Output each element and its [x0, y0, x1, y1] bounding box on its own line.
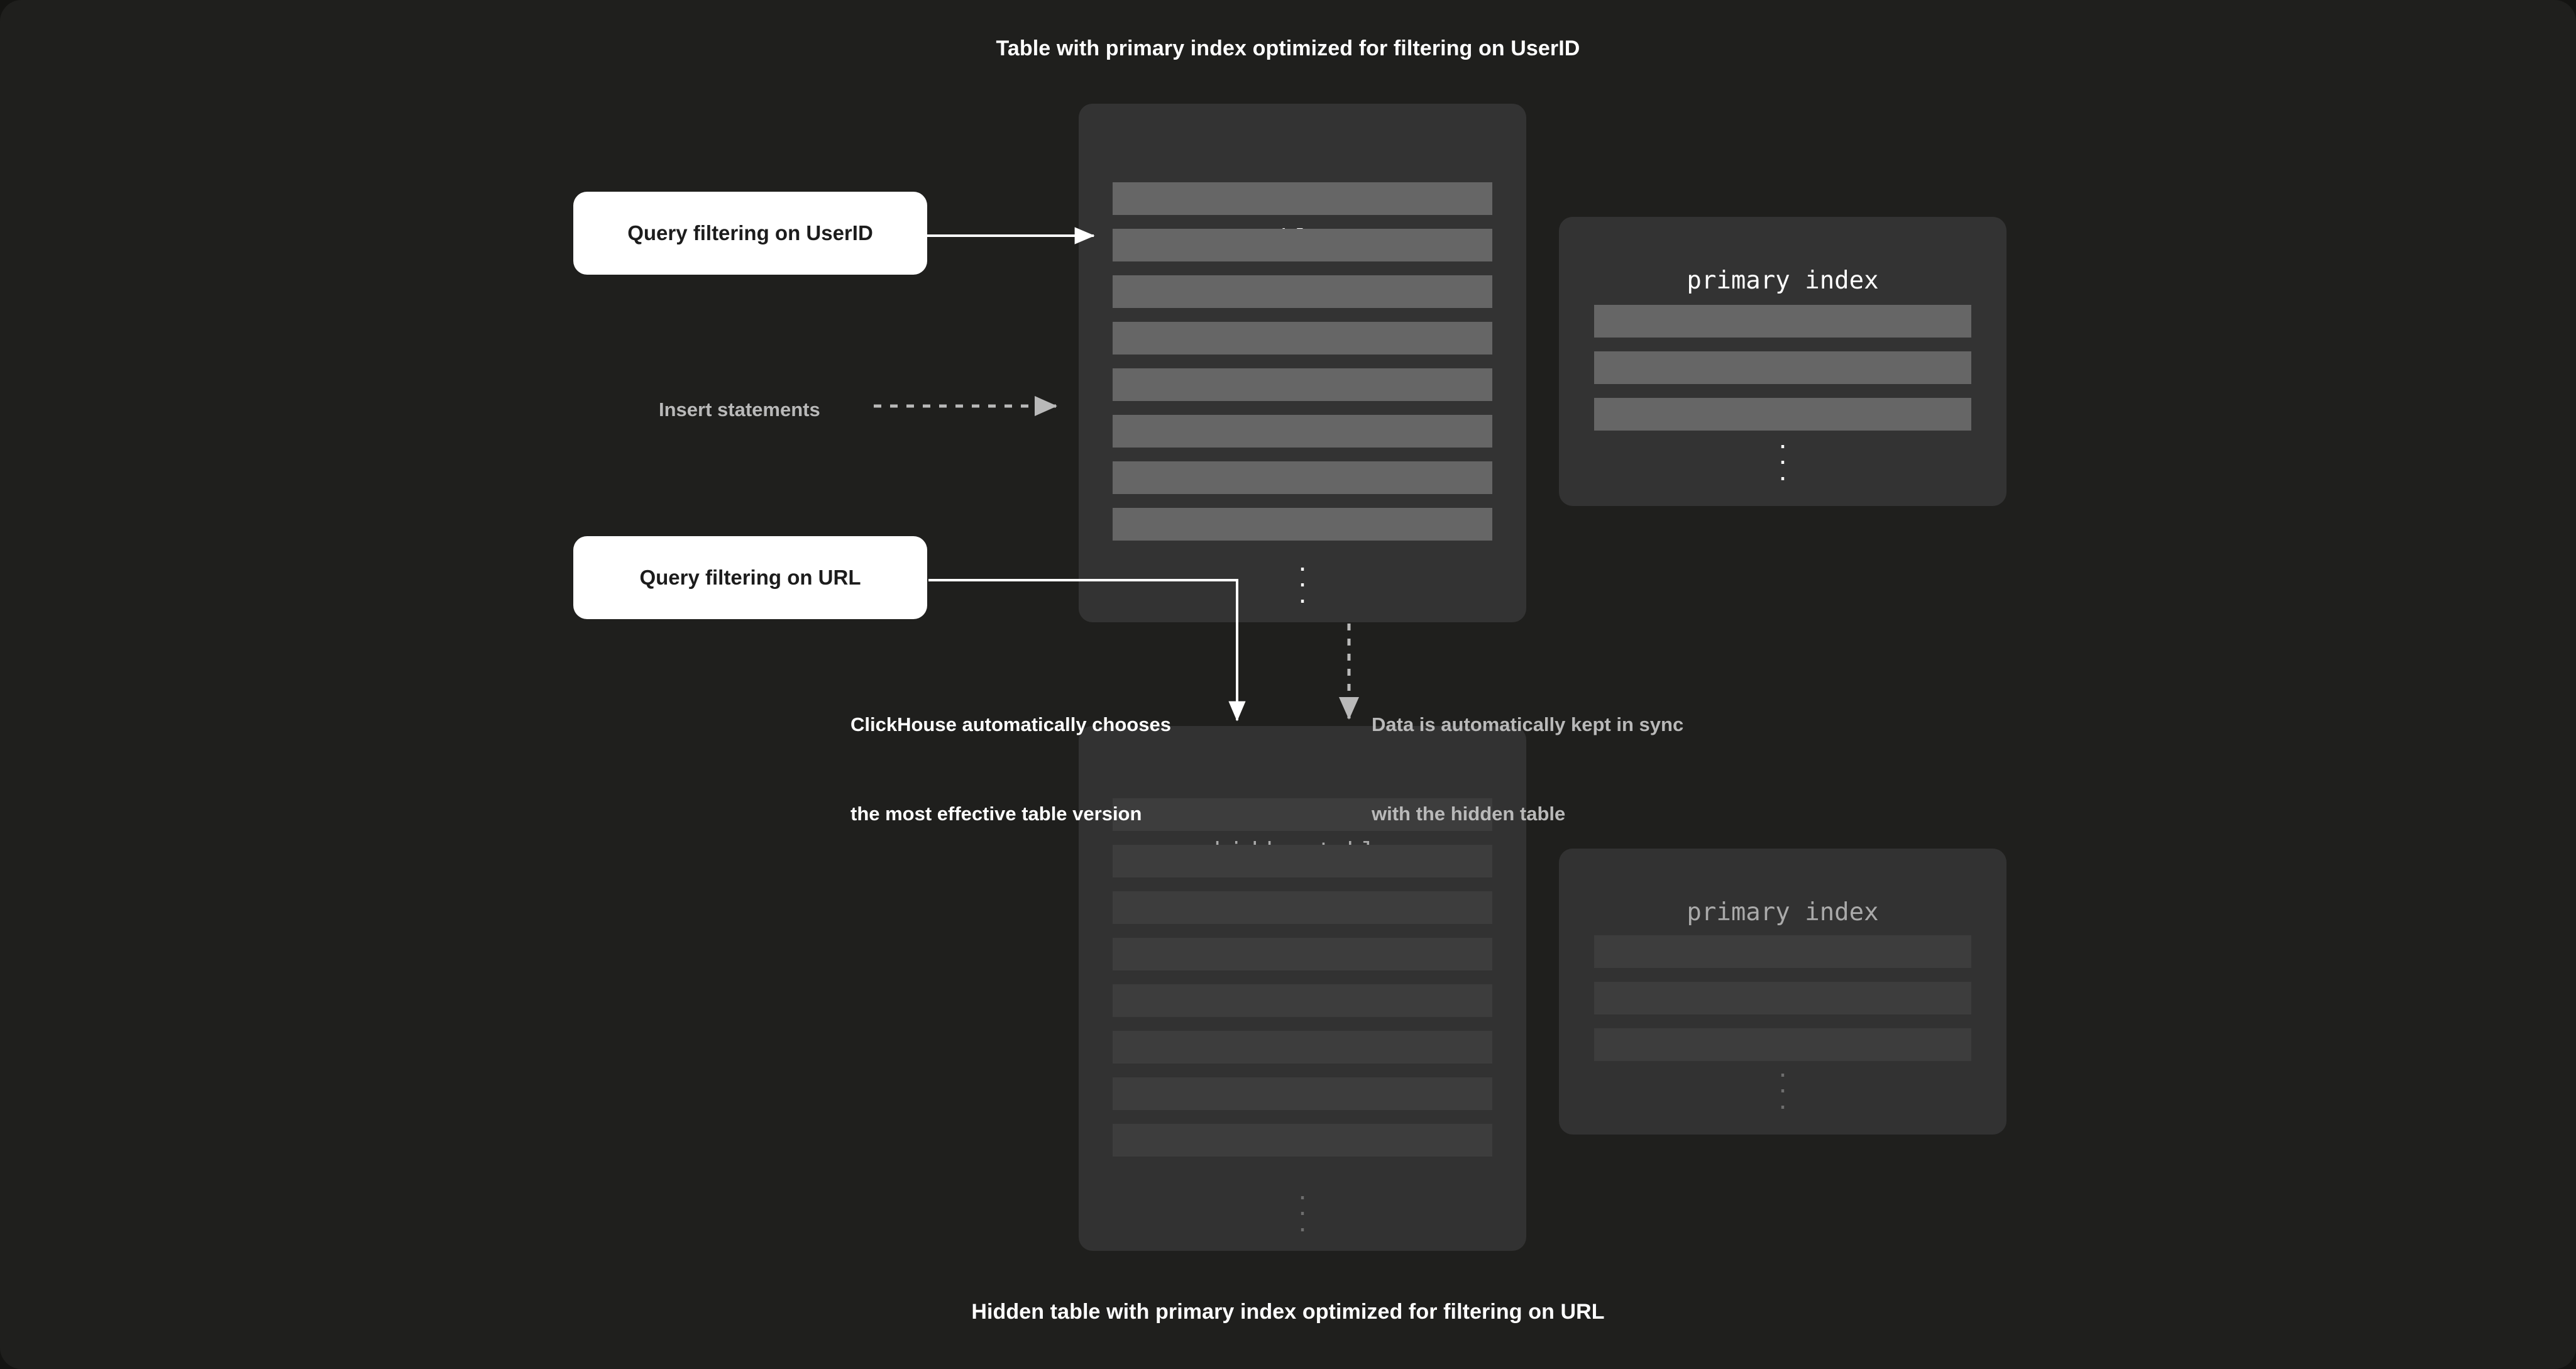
clickhouse-chooses-label: ClickHouse automatically chooses the mos… [850, 651, 1171, 888]
table-1-row [1113, 415, 1492, 448]
primary-index-top-row [1594, 305, 1971, 338]
hidden-table-rows [1079, 798, 1526, 1170]
primary-index-top-title: primary index [1687, 267, 1879, 295]
primary-index-bottom-rows [1559, 935, 2006, 1075]
data-kept-in-sync-line-2: with the hidden table [1372, 802, 1566, 825]
data-kept-in-sync-label: Data is automatically kept in sync with … [1372, 651, 1683, 888]
table-1-row [1113, 508, 1492, 541]
hidden-table-row [1113, 984, 1492, 1017]
top-caption: Table with primary index optimized for f… [996, 36, 1580, 60]
primary-index-bottom-row [1594, 982, 1971, 1014]
hidden-table-row [1113, 798, 1492, 831]
insert-statements-label: Insert statements [659, 399, 820, 421]
bottom-caption: Hidden table with primary index optimize… [971, 1300, 1605, 1324]
table-1-row [1113, 182, 1492, 215]
table-1-row [1113, 229, 1492, 261]
query-filtering-on-userid-bubble[interactable]: Query filtering on UserID [573, 192, 927, 275]
hidden-table-row [1113, 1077, 1492, 1110]
table-1-ellipsis: ··· [1297, 551, 1307, 615]
hidden-table-row [1113, 938, 1492, 970]
primary-index-bottom-ellipsis: ··· [1778, 1057, 1788, 1121]
url-query-connector [928, 579, 1246, 722]
query-filtering-on-url-bubble[interactable]: Query filtering on URL [573, 536, 927, 619]
primary-index-bottom-title: primary index [1687, 898, 1879, 926]
clickhouse-chooses-line-1: ClickHouse automatically chooses [850, 713, 1171, 736]
hidden-table-row [1113, 845, 1492, 877]
table-1-row [1113, 322, 1492, 355]
primary-index-top-rows [1559, 305, 2006, 444]
hidden-table-row [1113, 1124, 1492, 1157]
clickhouse-chooses-line-2: the most effective table version [850, 802, 1142, 825]
table-1-rows [1079, 182, 1526, 554]
table-1-row [1113, 368, 1492, 401]
primary-index-bottom-row [1594, 935, 1971, 968]
data-kept-in-sync-line-1: Data is automatically kept in sync [1372, 713, 1684, 736]
table-1-row [1113, 461, 1492, 494]
hidden-table-ellipsis: ··· [1297, 1179, 1307, 1244]
hidden-table-row [1113, 1031, 1492, 1064]
primary-index-top-ellipsis: ··· [1778, 428, 1788, 493]
primary-index-top-row [1594, 351, 1971, 384]
table-1-row [1113, 275, 1492, 308]
primary-index-top-row [1594, 398, 1971, 431]
hidden-table-row [1113, 891, 1492, 924]
primary-index-bottom-row [1594, 1028, 1971, 1061]
